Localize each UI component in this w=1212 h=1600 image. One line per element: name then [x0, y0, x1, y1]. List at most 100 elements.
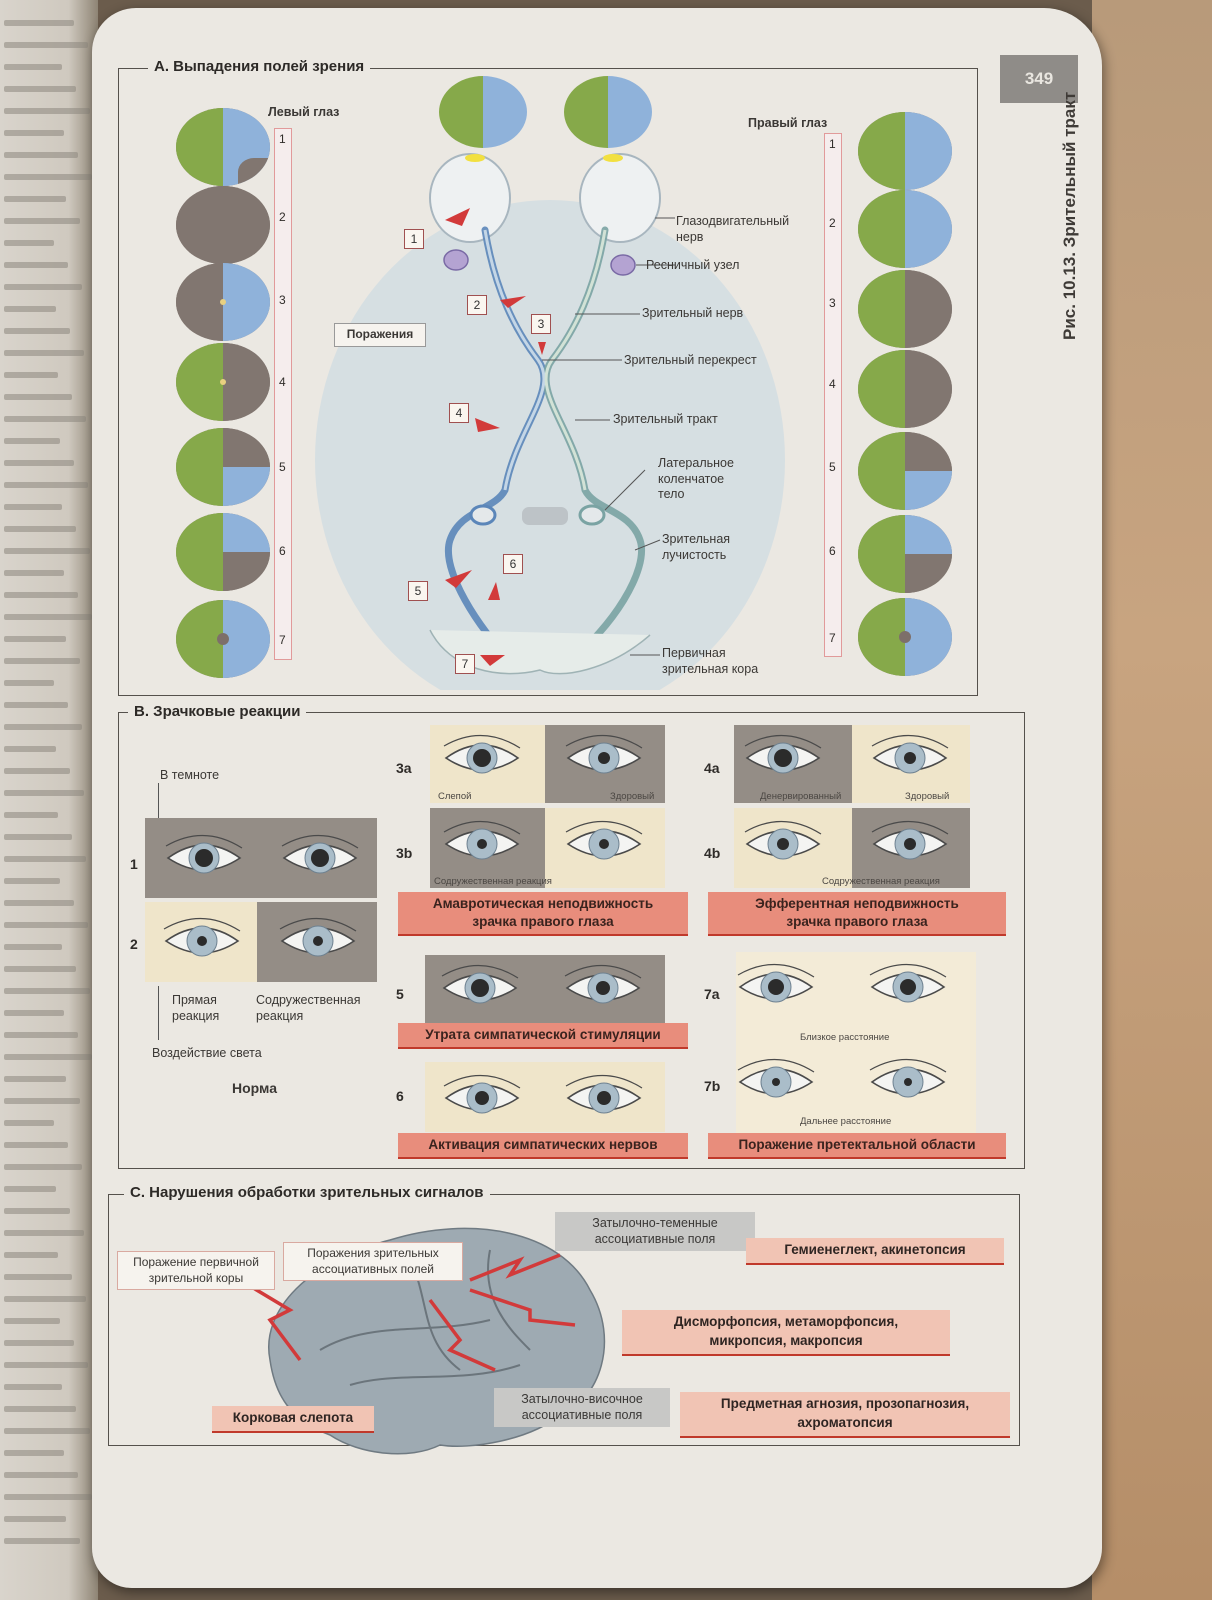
left-page-text-line — [4, 1098, 80, 1104]
left-page-text-line — [4, 548, 90, 554]
right-field-6 — [858, 515, 952, 593]
left-lgn — [469, 504, 497, 526]
left-page-text-line — [4, 988, 90, 994]
label-near-distance: Близкое расстояние — [800, 1032, 890, 1043]
eye-drawing — [279, 917, 357, 957]
eye-drawing — [869, 1058, 947, 1098]
left-page-text-line — [4, 1538, 80, 1544]
eye-drawing — [869, 963, 947, 1003]
left-page-text-line — [4, 1450, 64, 1456]
label-occipitoparietal-fields: Затылочно-теменные ассоциативные поля — [555, 1212, 755, 1251]
lesion-marker-1: 1 — [404, 229, 424, 249]
section-a-frame — [118, 68, 978, 696]
visual-pathway-diagram — [315, 76, 785, 690]
label-sympathetic-loss: Утрата симпатической стимуляции — [398, 1023, 688, 1050]
left-page-text-line — [4, 152, 78, 158]
left-page-text-line — [4, 1274, 72, 1280]
left-page-text-line — [4, 482, 88, 488]
eye-drawing — [443, 1074, 521, 1114]
eye-drawing — [871, 734, 949, 774]
right-ciliary-ganglion — [610, 254, 636, 276]
left-page-text-line — [4, 834, 72, 840]
lesion-marker-7: 7 — [455, 654, 475, 674]
left-page-text-line — [4, 1340, 74, 1346]
left-page-text-line — [4, 438, 60, 444]
left-page-text-line — [4, 130, 64, 136]
label-association-lesions: Поражения зрительных ассоциативных полей — [283, 1242, 463, 1282]
left-field-2 — [176, 186, 270, 264]
eye-drawing — [744, 820, 822, 860]
row-label-5: 5 — [396, 986, 404, 1002]
label-efferent-immobility: Эфферентная неподвижность зрачка правого… — [708, 892, 1006, 937]
right-field-1 — [858, 112, 952, 190]
left-field-4 — [176, 343, 270, 421]
left-number-strip — [274, 128, 292, 660]
left-page-text-line — [4, 42, 88, 48]
row-label-3a: 3a — [396, 760, 412, 776]
left-page — [0, 0, 98, 1600]
left-page-text-line — [4, 526, 76, 532]
right-eye-heading: Правый глаз — [748, 116, 828, 130]
label-amaurotic-immobility: Амавротическая неподвижность зрачка прав… — [398, 892, 688, 937]
label-primary-cortex-lesion: Поражение первичной зрительной коры — [117, 1251, 275, 1291]
eye-drawing — [737, 963, 815, 1003]
left-page-text-line — [4, 1494, 92, 1500]
left-page-text-line — [4, 636, 66, 642]
lesion-marker-5: 5 — [408, 581, 428, 601]
page-number: 349 — [1000, 55, 1078, 103]
eye-drawing — [165, 834, 243, 874]
row-label-4b: 4b — [704, 845, 721, 861]
left-page-text-line — [4, 1186, 56, 1192]
right-field-3 — [858, 270, 952, 348]
label-optic-nerve: Зрительный нерв — [642, 306, 744, 320]
left-page-text-line — [4, 1472, 78, 1478]
eye-drawing — [443, 734, 521, 774]
label-hemineglect: Гемиенеглект, акинетопсия — [746, 1238, 1004, 1265]
eye-drawing — [565, 1074, 643, 1114]
left-field-3 — [176, 263, 270, 341]
left-page-text-line — [4, 372, 58, 378]
row-label-4a: 4a — [704, 760, 720, 776]
left-page-text-line — [4, 240, 54, 246]
section-b-title: B. Зрачковые реакции — [128, 703, 307, 720]
section-c-frame — [108, 1194, 1020, 1446]
label-occipitotemporal-fields: Затылочно-височное ассоциативные поля — [494, 1388, 670, 1427]
left-num-1: 1 — [279, 132, 286, 146]
left-page-text-line — [4, 1142, 68, 1148]
left-page-text-line — [4, 1384, 62, 1390]
left-page-text-line — [4, 790, 84, 796]
left-field-5 — [176, 428, 270, 506]
label-light-exposure: Воздействие света — [152, 1046, 262, 1060]
lesion-marker-2: 2 — [467, 295, 487, 315]
left-page-text-line — [4, 856, 86, 862]
left-page-text-line — [4, 658, 80, 664]
row-label-3b: 3b — [396, 845, 413, 861]
label-denervated: Денервированный — [760, 791, 842, 802]
right-field-2 — [858, 190, 952, 268]
label-healthy-4a: Здоровый — [905, 791, 950, 802]
right-field-4 — [858, 350, 952, 428]
right-num-2: 2 — [829, 216, 836, 230]
left-page-text-line — [4, 416, 86, 422]
left-page-text-line — [4, 1406, 76, 1412]
row-label-6: 6 — [396, 1088, 404, 1104]
left-page-text-line — [4, 570, 64, 576]
right-num-4: 4 — [829, 377, 836, 391]
left-page-text-line — [4, 1296, 86, 1302]
left-page-text-line — [4, 284, 82, 290]
label-consensual-3b: Содружественная реакция — [434, 876, 552, 887]
eye-drawing — [871, 820, 949, 860]
eye-drawing — [163, 917, 241, 957]
label-dysmorphopsia: Дисморфопсия, метаморфопсия, микропсия, … — [622, 1310, 950, 1356]
left-page-text-line — [4, 1318, 60, 1324]
left-page-text-line — [4, 20, 74, 26]
left-ciliary-ganglion — [443, 249, 469, 271]
label-consensual-4b: Содружественная реакция — [822, 876, 940, 887]
eye-drawing — [737, 1058, 815, 1098]
left-page-text-line — [4, 812, 58, 818]
label-pretectal-lesion: Поражение претектальной области — [708, 1133, 1006, 1160]
eye-drawing — [443, 820, 521, 860]
left-page-text-line — [4, 196, 66, 202]
row-label-7a: 7a — [704, 986, 720, 1002]
